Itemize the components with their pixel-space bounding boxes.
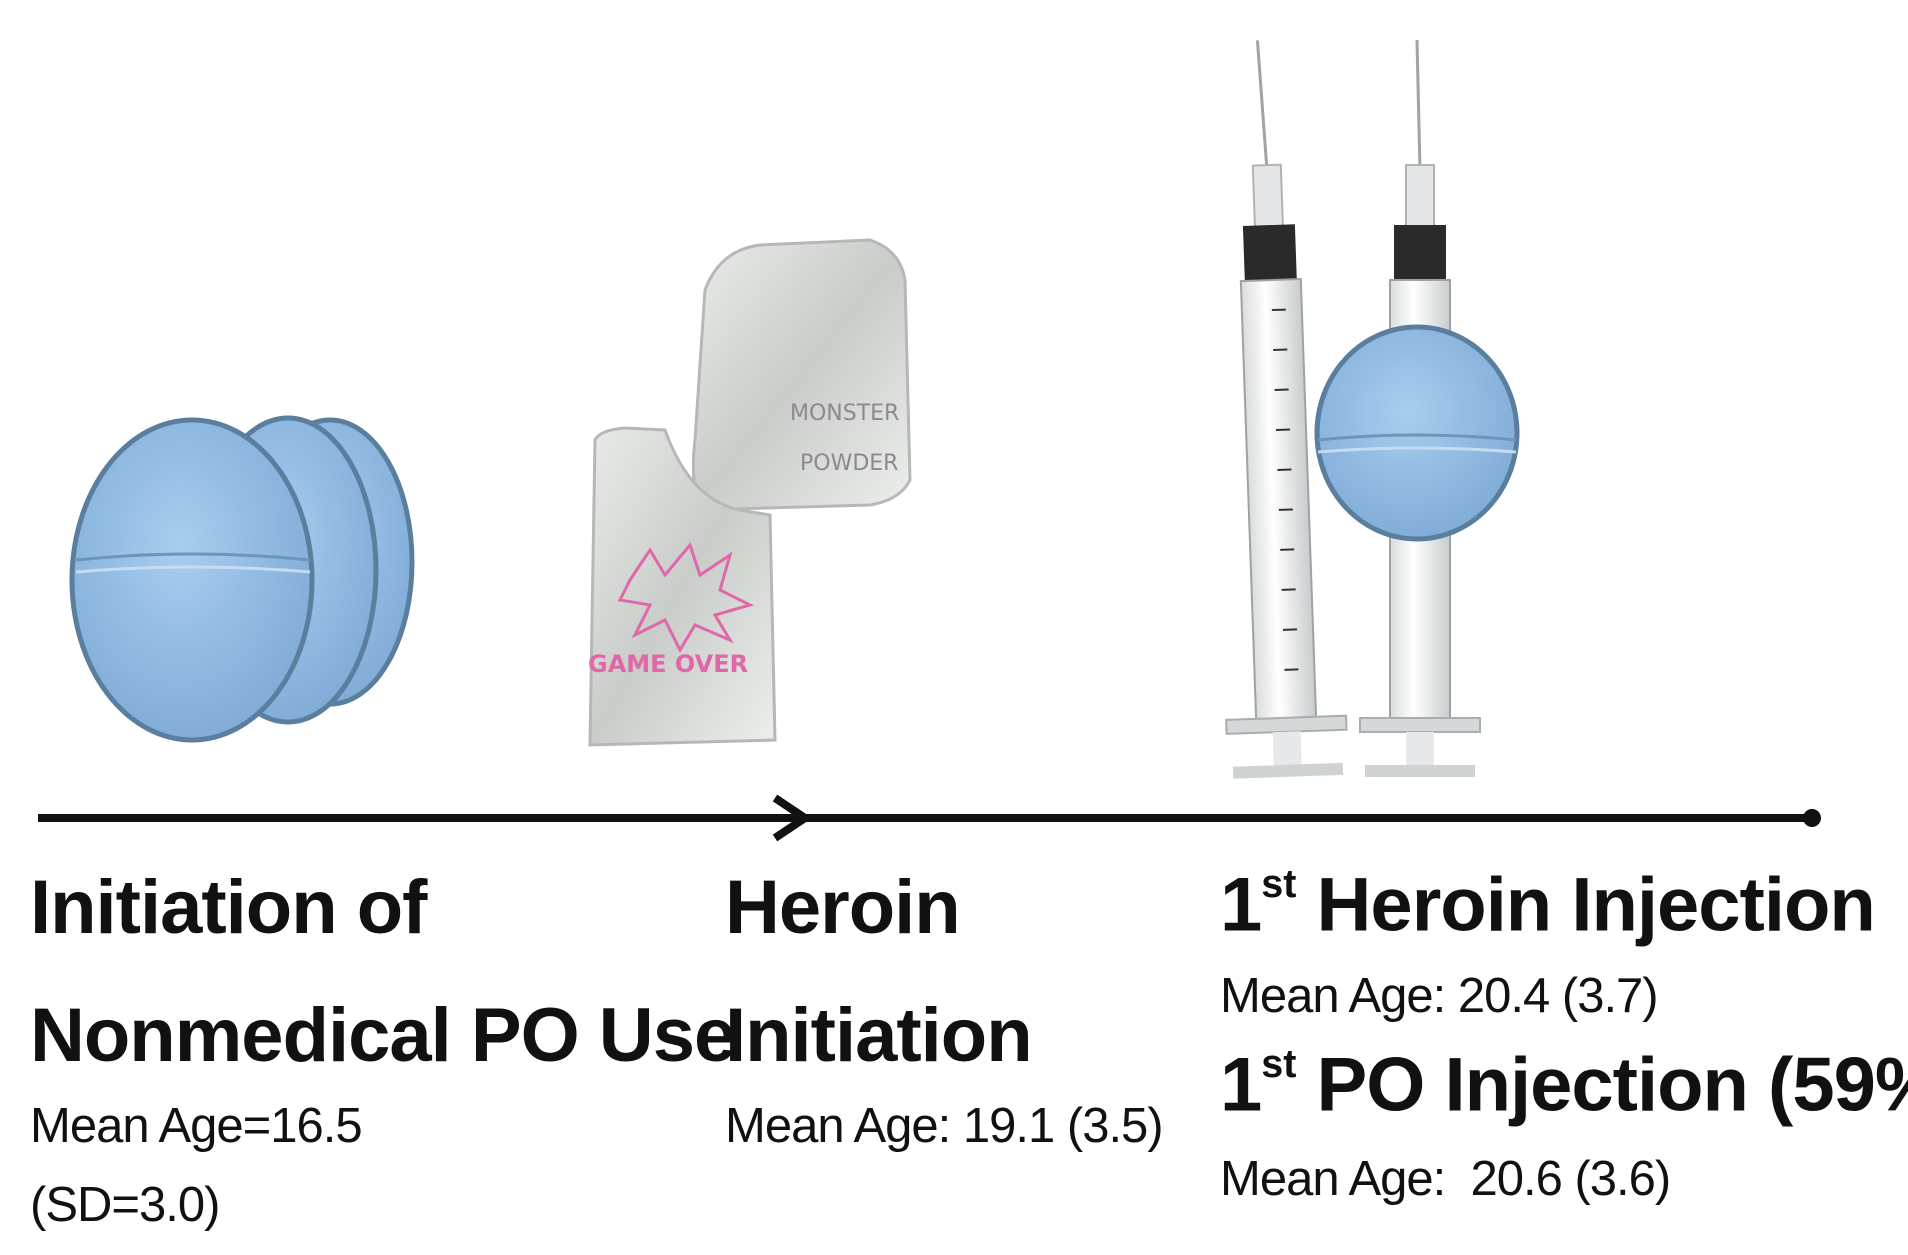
stage-stat-line-1: Mean Age=16.5 [30,1102,735,1151]
stage-title-line-1: Heroin [725,870,1163,946]
event-ordinal-number: 1 [1220,1042,1261,1127]
event-ordinal-number: 1 [1220,863,1261,948]
event-heroin-injection-title: 1st Heroin Injection [1220,865,1908,944]
stage-stat-line-1: Mean Age: 19.1 (3.5) [725,1102,1163,1151]
event-ordinal-suffix: st [1261,1042,1296,1086]
timeline-end-dot [1803,809,1821,827]
stage-injection: 1st Heroin Injection Mean Age: 20.4 (3.7… [1220,865,1908,1204]
stage-stat-line-2: (SD=3.0) [30,1181,735,1230]
stage-title-line-2: Nonmedical PO Use [30,998,735,1074]
event-heroin-injection-stat: Mean Age: 20.4 (3.7) [1220,972,1908,1021]
stage-title-line-1: Initiation of [30,870,735,946]
event-label: Heroin Injection [1296,863,1874,948]
stage-title-line-2: Initiation [725,998,1163,1074]
event-po-injection-title: 1st PO Injection (59%) [1220,1045,1908,1124]
event-ordinal-suffix: st [1261,862,1296,906]
stage-nonmedical-po-use: Initiation of Nonmedical PO Use Mean Age… [30,870,735,1230]
event-po-injection-stat: Mean Age: 20.6 (3.6) [1220,1155,1908,1204]
event-label: PO Injection (59%) [1296,1042,1908,1127]
stage-heroin-initiation: Heroin Initiation Mean Age: 19.1 (3.5) [725,870,1163,1151]
